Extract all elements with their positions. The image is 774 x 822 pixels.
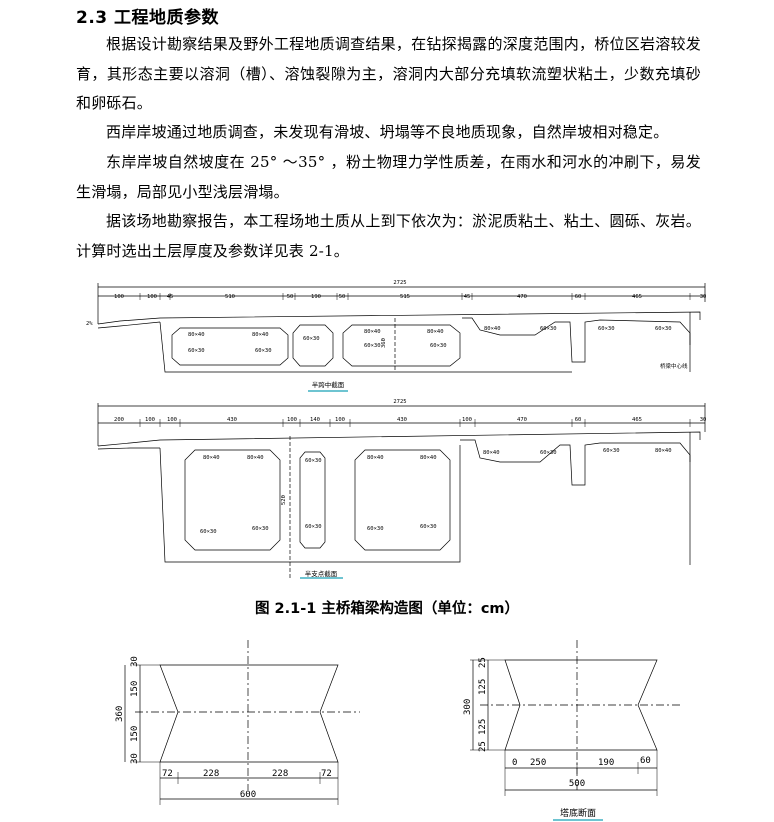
d1-dim-5: 50 xyxy=(287,294,294,300)
d1-chamfer-6: 80×40 xyxy=(364,329,381,335)
d3-height-dim: 360 xyxy=(115,706,125,722)
d2-dim-4: 430 xyxy=(227,417,237,423)
d2-chamfer-9: 60×30 xyxy=(305,458,322,464)
d4-bottom-dim-1: 0 xyxy=(512,758,517,768)
d1-chamfer-9: 60×30 xyxy=(430,343,447,349)
d1-dim-12: 465 xyxy=(632,294,642,300)
d2-chamfer-12: 60×30 xyxy=(540,450,557,456)
d2-dim-13: 30 xyxy=(700,417,707,423)
d2-dim-6: 140 xyxy=(310,417,320,423)
d3-bottom-dim-2: 228 xyxy=(203,769,219,779)
d1-chamfer-11: 60×30 xyxy=(540,326,557,332)
d2-dim-11: 60 xyxy=(575,417,582,423)
d1-dim-1: 100 xyxy=(114,294,124,300)
d4-bottom-dim-4: 60 xyxy=(640,756,651,766)
d2-chamfer-14: 80×40 xyxy=(655,448,672,454)
tower-base-section-drawing xyxy=(470,640,680,821)
d2-dim-9: 100 xyxy=(462,417,472,423)
d1-chamfer-13: 60×30 xyxy=(655,326,672,332)
d3-bottom-dim-3: 228 xyxy=(272,769,288,779)
d1-dim-13: 30 xyxy=(700,294,707,300)
d1-centerline-note: 桥梁中心线 xyxy=(660,362,688,370)
d1-dim-6: 190 xyxy=(311,294,321,300)
d4-dim-lower: 125 xyxy=(478,719,488,735)
d1-chamfer-12: 60×30 xyxy=(598,326,615,332)
d1-dim-3: 45 xyxy=(167,294,174,300)
d3-dim-top: 30 xyxy=(130,656,140,667)
d2-dim-3: 100 xyxy=(167,417,177,423)
d2-dim-1: 200 xyxy=(114,417,124,423)
d2-chamfer-6: 80×40 xyxy=(420,455,437,461)
d1-depth-dim: 360 xyxy=(381,338,387,348)
d1-total-dim: 2725 xyxy=(393,280,406,286)
paragraph-east-bank: 东岸岸坡自然坡度在 25° ～35° ，粉土物理力学性质差，在雨水和河水的冲刷下… xyxy=(76,153,701,201)
d1-caption: 半跨中截面 xyxy=(312,380,345,389)
d1-chamfer-5: 60×30 xyxy=(303,336,320,342)
paragraph-geology: 根据设计勘察结果及野外工程地质调查结果，在钻探揭露的深度范围内，桥位区岩溶较发育… xyxy=(76,35,701,112)
d2-chamfer-4: 60×30 xyxy=(252,526,269,532)
d1-chamfer-3: 80×40 xyxy=(252,332,269,338)
d4-height-dim: 300 xyxy=(463,699,473,715)
d1-chamfer-1: 80×40 xyxy=(188,332,205,338)
d3-bottom-dim-1: 72 xyxy=(162,769,173,779)
d3-width-dim: 600 xyxy=(240,790,256,800)
paragraph-soil-layers: 据该场地勘察报告，本工程场地土质从上到下依次为：淤泥质粘土、粘土、圆砾、灰岩。计… xyxy=(76,212,701,260)
d2-dim-2: 100 xyxy=(145,417,155,423)
d1-dim-7: 50 xyxy=(339,294,346,300)
figure-caption: 图 2.1-1 主桥箱梁构造图（单位：cm） xyxy=(254,601,520,617)
d2-chamfer-3: 60×30 xyxy=(200,529,217,535)
d2-chamfer-5: 80×40 xyxy=(367,455,384,461)
pier-section-drawing xyxy=(124,640,360,805)
d4-dim-top: 25 xyxy=(478,657,488,668)
d3-dim-upper: 150 xyxy=(130,681,140,697)
d1-chamfer-2: 60×30 xyxy=(188,348,205,354)
mid-span-section-drawing xyxy=(97,283,706,392)
d1-dim-10: 470 xyxy=(517,294,527,300)
d3-bottom-dim-4: 72 xyxy=(321,769,332,779)
d3-dim-bottom: 30 xyxy=(130,753,140,764)
d1-dim-8: 515 xyxy=(400,294,410,300)
d4-width-dim: 500 xyxy=(569,779,585,789)
d2-dim-5: 100 xyxy=(287,417,297,423)
d2-chamfer-11: 80×40 xyxy=(483,450,500,456)
d1-chamfer-10: 80×40 xyxy=(484,326,501,332)
d2-dim-8: 430 xyxy=(397,417,407,423)
support-section-drawing xyxy=(97,403,706,580)
d4-dim-upper: 125 xyxy=(478,679,488,695)
d4-bottom-dim-2: 250 xyxy=(530,758,546,768)
d1-slope-label: 2% xyxy=(86,321,93,327)
d4-bottom-dim-3: 190 xyxy=(598,758,614,768)
d1-dim-11: 60 xyxy=(575,294,582,300)
d2-chamfer-2: 80×40 xyxy=(247,455,264,461)
d2-total-dim: 2725 xyxy=(393,399,406,405)
d2-chamfer-13: 60×30 xyxy=(603,448,620,454)
d4-caption: 塔底断面 xyxy=(560,807,596,819)
d1-chamfer-4: 60×30 xyxy=(255,348,272,354)
d1-chamfer-7: 60×30 xyxy=(364,343,381,349)
d2-dim-10: 470 xyxy=(517,417,527,423)
d1-dim-2: 100 xyxy=(147,294,157,300)
d2-chamfer-8: 60×30 xyxy=(420,524,437,530)
d3-dim-lower: 150 xyxy=(130,726,140,742)
section-heading: 2.3 工程地质参数 xyxy=(76,8,220,28)
d2-dim-7: 100 xyxy=(335,417,345,423)
d2-dim-12: 465 xyxy=(632,417,642,423)
paragraph-west-bank: 西岸岸坡通过地质调查，未发现有滑坡、坍塌等不良地质现象，自然岸坡相对稳定。 xyxy=(106,123,669,141)
d1-dim-9: 45 xyxy=(464,294,471,300)
d4-dim-bottom: 25 xyxy=(478,741,488,752)
d2-depth-dim: 520 xyxy=(281,495,287,505)
d2-caption: 半支点截面 xyxy=(305,569,338,578)
d2-chamfer-10: 60×30 xyxy=(305,524,322,530)
d1-dim-4: 510 xyxy=(225,294,235,300)
d2-chamfer-1: 80×40 xyxy=(203,455,220,461)
d1-chamfer-8: 80×40 xyxy=(427,329,444,335)
d2-chamfer-7: 60×30 xyxy=(367,526,384,532)
